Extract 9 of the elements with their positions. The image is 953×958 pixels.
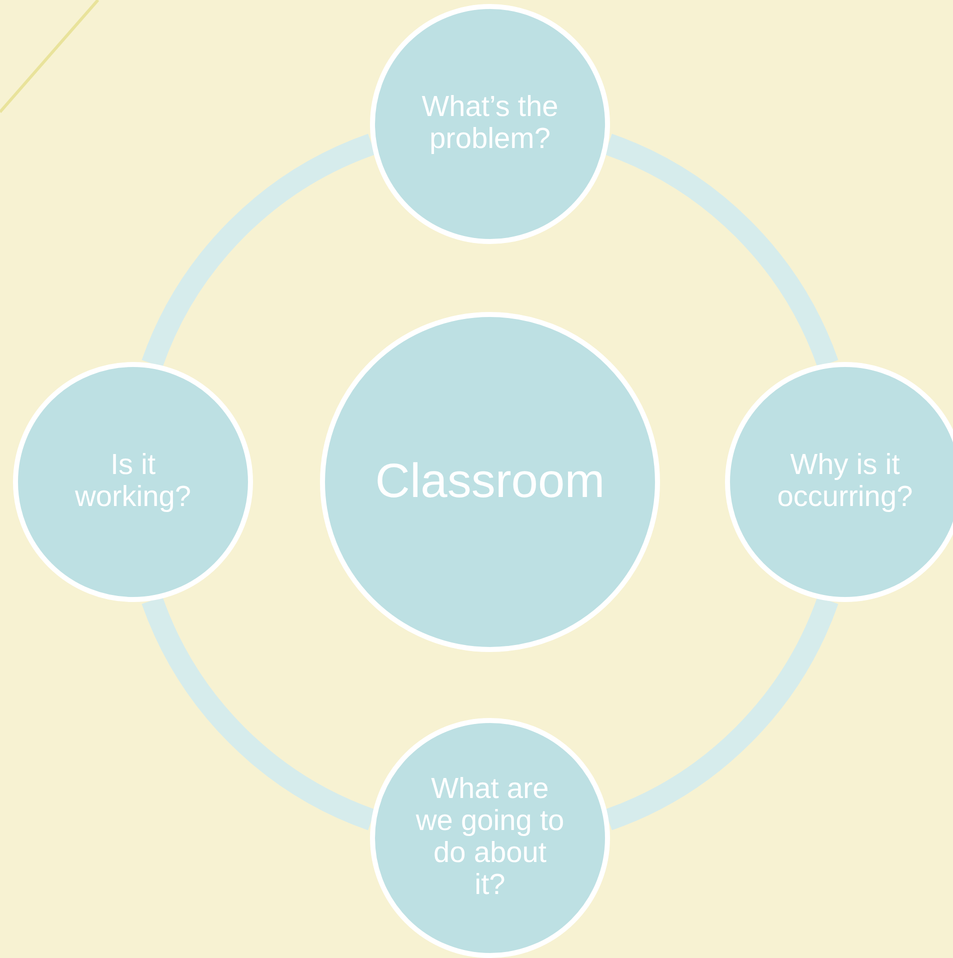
ring-arc [142,134,376,368]
node-text: Why is it occurring? [776,450,914,514]
node-text: What’s the problem? [420,92,560,156]
ring-arc [142,596,376,830]
node-text: What are we going to do about it? [415,774,565,902]
node-text: Is it working? [74,450,192,514]
ring-arc [604,134,838,368]
node-text: Classroom [374,456,606,508]
ring-arc [604,596,838,830]
